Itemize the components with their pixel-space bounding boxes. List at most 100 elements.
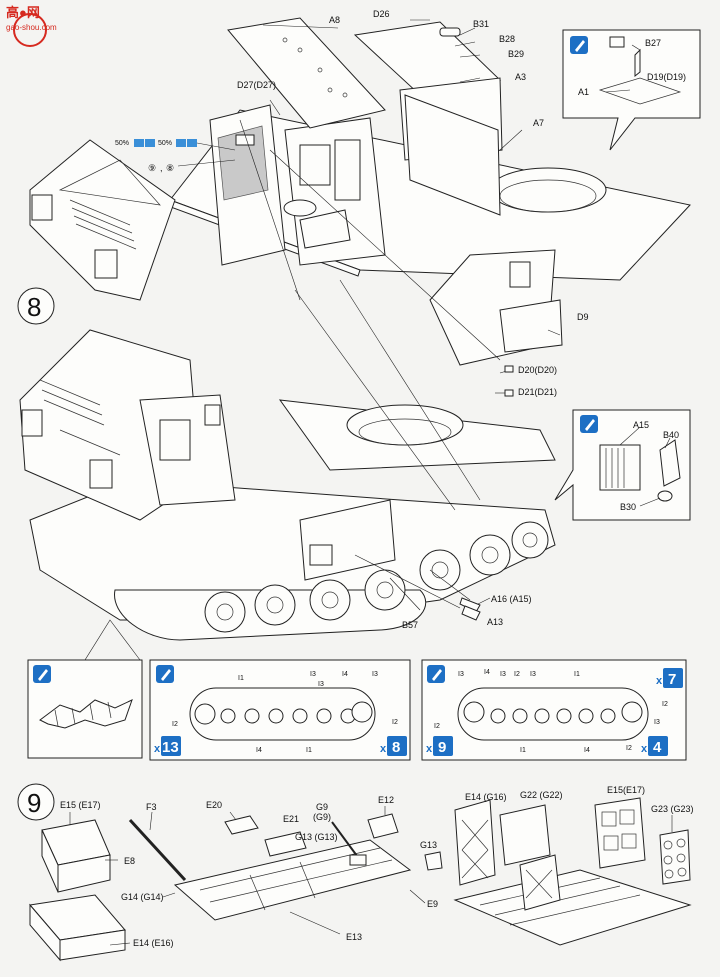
svg-text:I1: I1 — [306, 747, 312, 754]
svg-text:I2: I2 — [172, 721, 178, 728]
svg-text:I4: I4 — [584, 747, 590, 754]
label-D21: D21(D21) — [518, 387, 557, 397]
roof-plate-a8 — [227, 17, 386, 129]
svg-text:x: x — [154, 743, 161, 755]
label-A8: A8 — [329, 15, 340, 25]
svg-text:13: 13 — [162, 739, 179, 756]
mult-13: x 13 — [154, 736, 181, 756]
mult-7: x 7 — [656, 668, 683, 688]
right-frame — [453, 869, 692, 946]
track-right-box: I3 I4 I3 I2 I3 I1 I2 I2 I3 I1 I4 I2 x 9 … — [421, 659, 687, 761]
svg-text:I2: I2 — [434, 723, 440, 730]
label-B27: B27 — [645, 38, 661, 48]
label-B31: B31 — [473, 19, 489, 29]
svg-text:x: x — [380, 743, 387, 755]
detail-bubble-top: B27 D19(D19) A1 — [562, 29, 701, 151]
step-9: 9 E15 (E17) E8 E14 (E16) F3 E20 — [17, 783, 694, 962]
center-frame — [173, 839, 412, 921]
label-A16: A16 (A15) — [491, 594, 532, 604]
svg-text:I3: I3 — [458, 671, 464, 678]
svg-text:I3: I3 — [530, 671, 536, 678]
watermark-subtitle: gao-shou.com — [6, 23, 57, 32]
label-E8: E8 — [124, 856, 135, 866]
top-hull-assembly: 50% 50% ⑨ , ⑧ A8 D26 B31 B28 B29 A3 A7 D… — [29, 9, 691, 397]
label-D19: D19(D19) — [647, 72, 686, 82]
step-8-number: 8 — [27, 292, 41, 322]
svg-text:I1: I1 — [520, 747, 526, 754]
label-G9: G9 — [316, 802, 328, 812]
label-E21: E21 — [283, 814, 299, 824]
svg-text:I1: I1 — [574, 671, 580, 678]
label-B30: B30 — [620, 502, 636, 512]
label-G14: G14 (G14) — [121, 892, 164, 902]
track-left-box: I1 I2 I3 I4 I3 I3 I2 I4 I1 x 13 x 8 — [149, 659, 411, 761]
part-E12 — [367, 813, 399, 839]
label-D26: D26 — [373, 9, 390, 19]
label-A1: A1 — [578, 87, 589, 97]
label-E9: E9 — [427, 899, 438, 909]
label-E15-right: E15(E17) — [607, 785, 645, 795]
label-G23: G23 (G23) — [651, 804, 694, 814]
label-E15-left: E15 (E17) — [60, 800, 101, 810]
label-G9-paren: (G9) — [313, 812, 331, 822]
label-A3: A3 — [515, 72, 526, 82]
step-8-badge — [17, 287, 55, 325]
label-B28: B28 — [499, 34, 515, 44]
part-E14-G16 — [454, 799, 496, 886]
label-E12: E12 — [378, 795, 394, 805]
front-armor-box — [29, 139, 176, 301]
svg-text:I4: I4 — [256, 747, 262, 754]
svg-text:I4: I4 — [484, 669, 490, 676]
svg-text:I3: I3 — [310, 671, 316, 678]
step-9-badge — [17, 783, 55, 821]
part-E15-right — [594, 797, 646, 869]
svg-text:I2: I2 — [626, 745, 632, 752]
svg-text:x: x — [641, 743, 648, 755]
label-E13: E13 — [346, 932, 362, 942]
svg-text:I4: I4 — [342, 671, 348, 678]
svg-text:x: x — [426, 743, 433, 755]
label-A13: A13 — [487, 617, 503, 627]
paint-pct-left: 50% — [115, 140, 129, 147]
mult-9: x 9 — [426, 736, 453, 756]
svg-text:8: 8 — [392, 739, 400, 756]
svg-text:⑧: ⑧ — [166, 163, 174, 173]
mult-8: x 8 — [380, 736, 407, 756]
label-B29: B29 — [508, 49, 524, 59]
part-E21 — [264, 831, 307, 857]
svg-text:7: 7 — [668, 671, 676, 688]
detail-bubble-step8: A15 B40 B30 — [554, 409, 691, 521]
track-link-detail — [27, 619, 143, 759]
label-A15: A15 — [633, 420, 649, 430]
part-G22 — [499, 804, 551, 866]
label-E14-G16: E14 (G16) — [465, 792, 507, 802]
svg-text:I3: I3 — [372, 671, 378, 678]
label-D20: D20(D20) — [518, 365, 557, 375]
svg-text:I2: I2 — [392, 719, 398, 726]
label-B57: B57 — [402, 620, 418, 630]
label-F3: F3 — [146, 802, 157, 812]
svg-text:⑨: ⑨ — [148, 163, 156, 173]
callout-numbers: ⑨ , ⑧ — [148, 159, 236, 173]
svg-text:I3: I3 — [500, 671, 506, 678]
label-A7: A7 — [533, 118, 544, 128]
part-E20 — [224, 815, 259, 835]
label-G13: G13 — [420, 840, 437, 850]
svg-text:I3: I3 — [318, 681, 324, 688]
part-G23 — [659, 829, 691, 885]
label-B40: B40 — [663, 430, 679, 440]
turret-ring — [489, 167, 607, 213]
label-D9: D9 — [577, 312, 589, 322]
paint-note: 50% 50% — [115, 139, 236, 151]
step-8: 8 — [17, 279, 556, 641]
svg-text:,: , — [160, 163, 163, 173]
svg-text:I2: I2 — [514, 671, 520, 678]
label-D27: D27(D27) — [237, 80, 276, 90]
svg-text:4: 4 — [653, 739, 662, 756]
label-G13-G13: G13 (G13) — [295, 832, 338, 842]
side-panel-a7 — [404, 94, 501, 216]
svg-text:I3: I3 — [654, 719, 660, 726]
label-E20: E20 — [206, 800, 222, 810]
